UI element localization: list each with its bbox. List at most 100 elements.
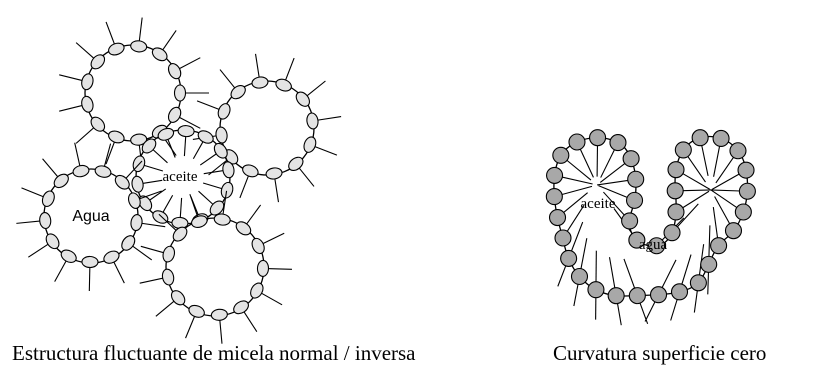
surfactant-head [571, 269, 587, 285]
surfactant-tail [199, 191, 214, 204]
surfactant-head [130, 214, 143, 231]
surfactant-head [234, 219, 253, 237]
surfactant-tail [59, 105, 84, 111]
surfactant-head [40, 189, 56, 208]
surfactant-tail [140, 278, 165, 283]
surfactant-head [213, 213, 230, 226]
surfactant-head [286, 155, 305, 174]
surfactant-head [119, 233, 137, 252]
surfactant-head [302, 135, 318, 154]
surfactant-tail [156, 300, 176, 317]
surfactant-tail [715, 197, 730, 225]
surfactant-head [672, 284, 688, 300]
surfactant-head [59, 248, 78, 265]
surfactant-head [561, 250, 577, 266]
surfactant-head [735, 204, 751, 220]
surfactant-tail [671, 299, 677, 320]
surfactant-head [730, 143, 746, 159]
micelle [59, 18, 209, 169]
surfactant-tail [186, 314, 196, 338]
surfactant-tail [153, 149, 168, 162]
surfactant-tail [662, 260, 676, 289]
surfactant-tail [28, 243, 50, 257]
surfactant-head [196, 128, 215, 145]
surfactant-tail [203, 183, 222, 189]
left-caption: Estructura fluctuante de micela normal /… [12, 341, 416, 365]
surfactant-tail [574, 284, 578, 306]
surfactant-head [250, 236, 267, 255]
surfactant-tail [144, 165, 163, 171]
surfactant-head [306, 112, 319, 129]
surfactant-tail [708, 272, 709, 294]
micelle [193, 54, 341, 202]
surfactant-tail [200, 154, 216, 165]
surfactant-tail [143, 180, 163, 183]
surfactant-tail [600, 163, 625, 183]
oil-label: aceite [163, 169, 198, 185]
fluctuating-micelle-diagram: aceite Agua Estructura fluctuante de mic… [12, 18, 416, 365]
surfactant-tail [645, 302, 655, 322]
surfactant-head [713, 130, 729, 146]
surfactant-head [547, 167, 563, 183]
surfactant-head [739, 183, 755, 199]
surfactant-head [241, 163, 260, 179]
surfactant-head [668, 162, 684, 178]
surfactant-tail [193, 141, 203, 158]
surfactant-head [553, 147, 569, 163]
surfactant-head [187, 303, 206, 319]
surfactant-head [555, 230, 571, 246]
surfactant-head [610, 135, 626, 151]
surfactant-head [622, 213, 638, 229]
surfactant-head [211, 309, 228, 321]
surfactant-head [94, 164, 112, 179]
surfactant-tail [106, 140, 115, 164]
surfactant-head [161, 268, 175, 286]
surfactant-tail [714, 145, 720, 176]
surfactant-tail [682, 191, 709, 208]
surfactant-tail [610, 257, 615, 289]
surfactant-head [667, 183, 683, 199]
surfactant-tail [16, 221, 42, 224]
surfactant-tail [256, 54, 260, 80]
surfactant-tail [190, 194, 198, 219]
surfactant-tail [168, 139, 175, 158]
surfactant-tail [694, 291, 697, 313]
surfactant-head [294, 89, 313, 108]
surfactant-head [82, 256, 98, 267]
surfactant-tail [315, 117, 341, 121]
surfactant-head [80, 73, 95, 91]
surfactant-head [628, 171, 644, 187]
surfactant-tail [59, 75, 84, 81]
surfactant-head [178, 125, 195, 137]
surfactant-head [550, 210, 566, 226]
surfactant-tail [21, 188, 45, 198]
surfactant-head [107, 129, 126, 145]
surfactant-head [711, 238, 727, 254]
surfactant-tail [137, 191, 162, 200]
oil-label: aceite [581, 196, 616, 212]
surfactant-tail [243, 310, 257, 332]
surfactant-head [608, 288, 624, 304]
surfactant-head [219, 181, 234, 199]
surfactant-tail [180, 198, 181, 218]
surfactant-head [265, 167, 282, 180]
surfactant-tail [43, 159, 60, 179]
surfactant-head [215, 126, 228, 143]
surfactant-head [675, 142, 691, 158]
surfactant-tail [710, 190, 740, 191]
surfactant-tail [285, 58, 294, 82]
surfactant-tail [76, 126, 95, 143]
surfactant-head [166, 105, 183, 124]
surfactant-head [228, 83, 247, 102]
surfactant-tail [55, 259, 68, 282]
surfactant-tail [245, 205, 260, 226]
surfactant-head [131, 175, 144, 193]
surfactant-tail [313, 146, 337, 155]
surfactant-tail [76, 43, 95, 60]
surfactant-tail [682, 190, 712, 191]
surfactant-head [231, 298, 250, 316]
surfactant-head [39, 212, 52, 229]
surfactant-tail [75, 143, 81, 168]
surfactant-tail [184, 136, 185, 156]
surfactant-head [151, 208, 170, 225]
